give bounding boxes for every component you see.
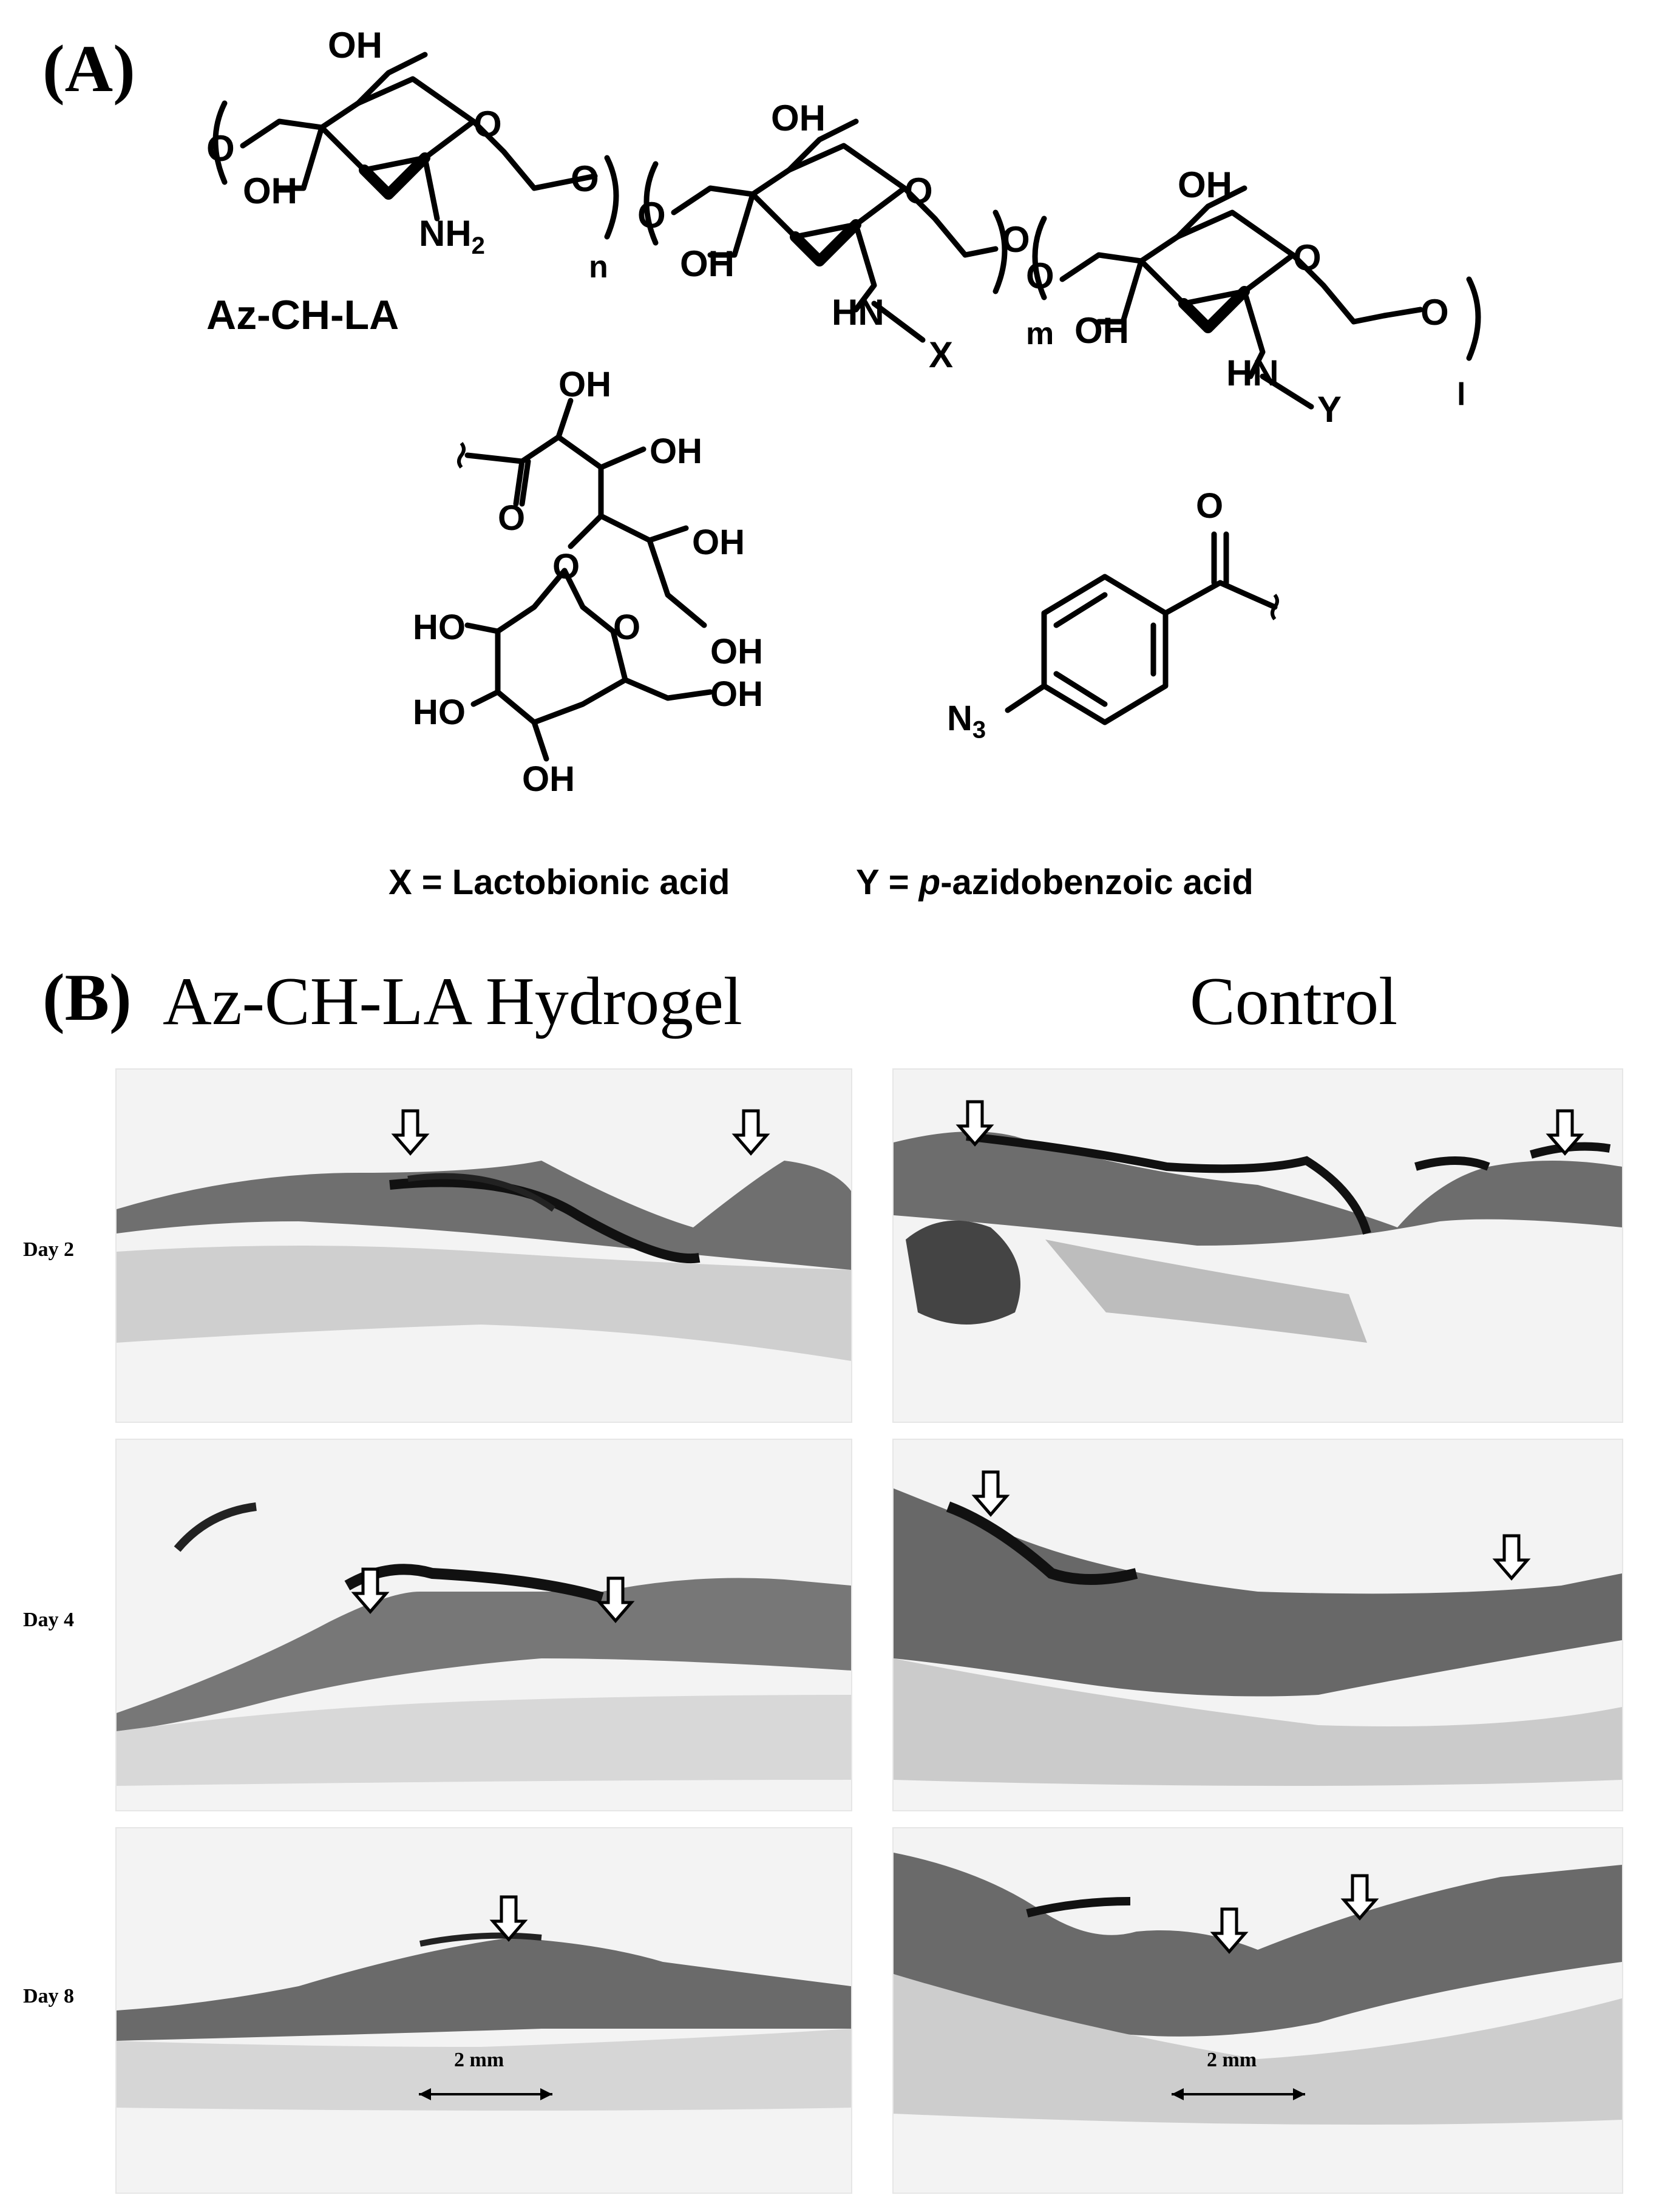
tissue-section [117, 1161, 851, 1361]
bracket-2-close [993, 209, 1008, 294]
atom-o-link1: O [206, 128, 235, 169]
atom-oh-6: OH [1074, 310, 1129, 351]
substituent-x: X [929, 334, 954, 375]
atom-o-la-glyco: O [552, 547, 580, 586]
atom-oh-la-6: OH [522, 759, 575, 799]
bracket-3-open [1032, 215, 1047, 300]
atom-oh-2: OH [243, 171, 297, 211]
micrograph-control-day8 [892, 1827, 1623, 2194]
scale-label-right: 2 mm [1207, 2049, 1257, 2071]
atom-hn-2: HN [1226, 353, 1279, 393]
atom-ho-la-1: HO [413, 608, 466, 647]
atom-oh-3: OH [771, 98, 826, 138]
subscript-m: m [1026, 316, 1054, 351]
micrograph-control-day2 [892, 1068, 1623, 1423]
atom-oh-la-1: OH [558, 365, 611, 404]
tissue-section [117, 1502, 851, 1786]
column-title-control: Control [1190, 964, 1398, 1039]
atom-oh-la-5: OH [710, 674, 763, 714]
scale-bar-right [1172, 2088, 1305, 2100]
subscript-l: l [1457, 377, 1466, 412]
atom-oh-la-4: OH [710, 632, 763, 671]
atom-oh-5: OH [1178, 165, 1232, 205]
polymer-name: Az-CH-LA [206, 292, 399, 338]
atom-o-ring3: O [1293, 237, 1322, 278]
column-title-hydrogel: Az-CH-LA Hydrogel [163, 964, 742, 1039]
row-label-day4: Day 4 [23, 1609, 75, 1631]
subscript-n: n [589, 249, 608, 285]
atom-o-az-carbonyl: O [1196, 486, 1224, 526]
row-label-day8: Day 8 [23, 1985, 75, 2007]
micrograph-hydrogel-day4 [115, 1439, 852, 1811]
atom-oh-4: OH [680, 243, 735, 284]
bracket-3-close [1466, 276, 1481, 361]
atom-o-link2: O [571, 158, 599, 199]
micrograph-control-day4 [892, 1439, 1623, 1811]
tissue-section [894, 1853, 1622, 2125]
bracket-1-close [604, 155, 619, 240]
atom-o-la-carbonyl: O [498, 498, 526, 538]
legend-y: Y = p-azidobenzoic acid [856, 863, 1254, 902]
atom-hn-1: HN [832, 292, 884, 333]
atom-oh-1: OH [328, 25, 382, 66]
panel-a-label: (A) [42, 32, 135, 106]
atom-nh2-1: NH2 [419, 213, 485, 259]
atom-o-link4: O [1002, 219, 1030, 260]
substituent-y: Y [1317, 389, 1342, 430]
scale-bar-left [419, 2088, 552, 2100]
atom-ho-la-2: HO [413, 693, 466, 732]
legend-x: X = Lactobionic acid [389, 863, 730, 902]
atom-n3: N3 [947, 699, 986, 744]
bracket-1-open [212, 100, 228, 185]
micrograph-hydrogel-day2 [115, 1068, 852, 1423]
scale-label-left: 2 mm [454, 2049, 504, 2071]
chemical-structure [212, 52, 1481, 762]
wavy-bonds [457, 442, 1279, 620]
bracket-2-open [643, 161, 659, 246]
atom-o-ring1: O [473, 104, 502, 144]
atom-o-link6: O [1420, 292, 1449, 333]
row-label-day2: Day 2 [23, 1238, 75, 1261]
atom-o-ring2: O [904, 171, 933, 211]
tissue-section [894, 1488, 1622, 1786]
atom-o-link3: O [637, 195, 666, 236]
panel-b-label: (B) [42, 960, 132, 1034]
atom-o-link5: O [1026, 256, 1054, 296]
atom-oh-la-3: OH [692, 523, 745, 562]
atom-o-la-ring: O [613, 608, 641, 647]
atom-oh-la-2: OH [650, 432, 702, 471]
tissue-section [117, 1932, 851, 2111]
micrograph-hydrogel-day8 [115, 1827, 852, 2194]
